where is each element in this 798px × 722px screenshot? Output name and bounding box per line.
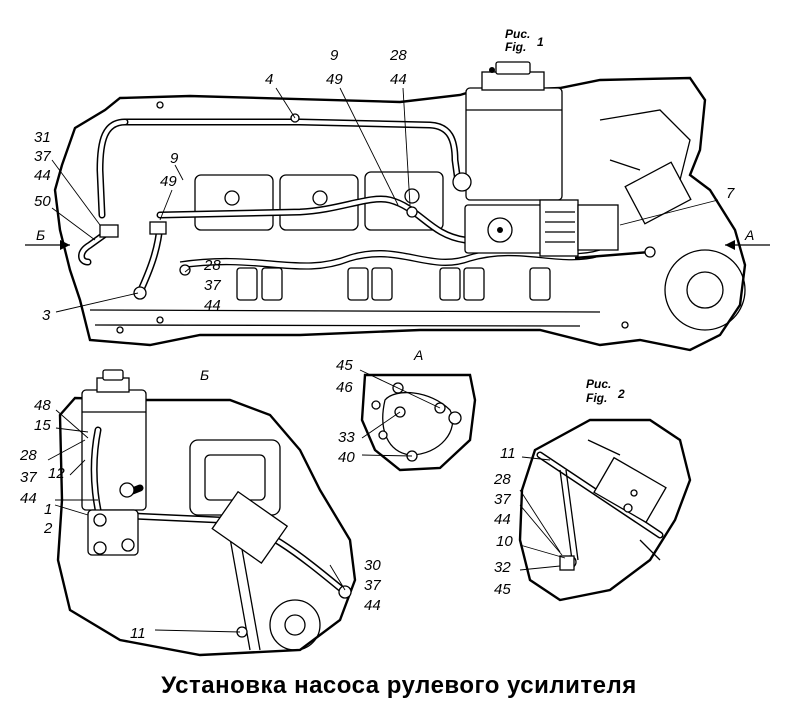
callout-37-fig2: 37: [494, 491, 511, 508]
view-arrow-b-label: Б: [36, 227, 45, 243]
right-housing: [599, 109, 746, 331]
view-arrow-b: [25, 240, 70, 250]
injectors: [179, 248, 601, 301]
callout-4: 4: [265, 71, 273, 88]
callout-1: 1: [44, 501, 52, 518]
callout-28-top: 28: [389, 47, 407, 64]
callout-44-fig2: 44: [494, 511, 511, 528]
bolts: [116, 101, 629, 334]
callout-30: 30: [364, 557, 381, 574]
callout-44-view-b: 44: [20, 490, 37, 507]
fig2-label-line1: Рис.: [586, 377, 611, 391]
callout-48: 48: [34, 397, 51, 414]
steering-pump-fig1: [464, 199, 651, 260]
callout-37-view-b-right: 37: [364, 577, 381, 594]
callout-37-left: 37: [204, 277, 221, 294]
view-b-title: Б: [200, 367, 209, 383]
callout-28-left: 28: [203, 257, 221, 274]
fig1-label-line2: Fig.: [505, 40, 526, 54]
callout-2: 2: [43, 520, 53, 537]
fig2-label-line2: Fig.: [586, 391, 607, 405]
callout-44: 44: [34, 167, 51, 184]
callout-7: 7: [726, 185, 735, 202]
callout-49-left: 49: [160, 173, 177, 190]
fig1-label-number: 1: [537, 35, 544, 49]
view-a-inset: [359, 369, 477, 472]
callout-11-fig2: 11: [500, 445, 516, 462]
callout-40: 40: [338, 449, 355, 466]
callout-9-top: 9: [330, 47, 339, 64]
fig1-label-line1: Рис.: [505, 27, 530, 41]
callout-28-fig2: 28: [493, 471, 511, 488]
reservoir-fig1: [452, 61, 563, 201]
engine-side-view: [25, 61, 770, 352]
callout-33: 33: [338, 429, 355, 446]
view-a-title: А: [413, 347, 423, 363]
view-arrow-a-label: А: [744, 227, 754, 243]
leaders-fig1: [51, 87, 719, 313]
callout-50: 50: [34, 193, 51, 210]
callout-49-top: 49: [326, 71, 343, 88]
callout-10: 10: [496, 533, 513, 550]
callout-11-view-b: 11: [130, 625, 146, 642]
fig2-label-number: 2: [617, 387, 625, 401]
callout-45-fig2: 45: [494, 581, 511, 598]
callout-12: 12: [48, 465, 65, 482]
callout-31: 31: [34, 129, 51, 146]
callout-28-view-b: 28: [19, 447, 37, 464]
fig2-inset: [518, 418, 692, 602]
callout-32: 32: [494, 559, 511, 576]
callout-44-left: 44: [204, 297, 221, 314]
callout-44-top: 44: [390, 71, 407, 88]
callout-3: 3: [42, 307, 51, 324]
callout-37: 37: [34, 148, 51, 165]
view-arrow-a: [725, 240, 770, 250]
callout-45-view-a: 45: [336, 357, 353, 374]
callout-15: 15: [34, 417, 51, 434]
diagram-caption: Установка насоса рулевого усилителя: [161, 672, 637, 699]
callout-44-view-b-right: 44: [364, 597, 381, 614]
valve-covers: [194, 171, 444, 231]
callout-9-left: 9: [170, 150, 179, 167]
top-pipe-4: [96, 118, 462, 219]
callout-46: 46: [336, 379, 353, 396]
callout-37-view-b: 37: [20, 469, 37, 486]
view-b-inset: [47, 369, 357, 657]
